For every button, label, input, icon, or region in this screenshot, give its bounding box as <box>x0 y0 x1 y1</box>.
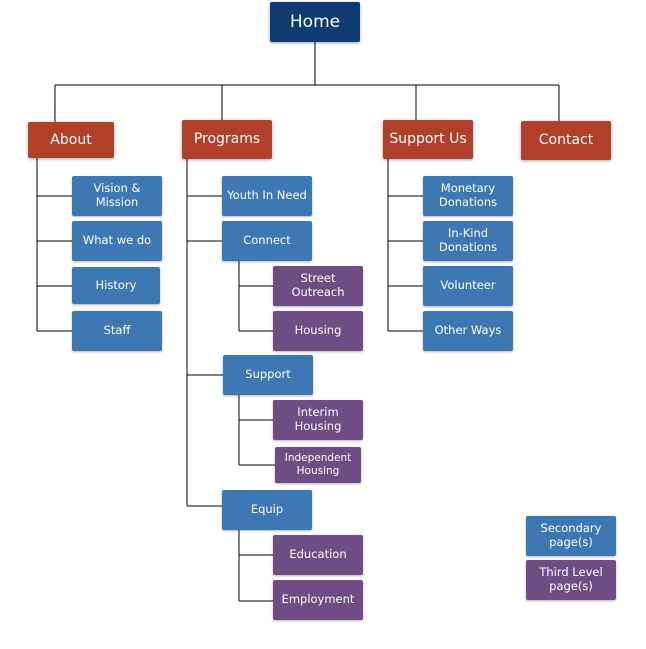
support-us-node[interactable]: Support Us <box>383 120 473 159</box>
support-us-item-in-kind-donations[interactable]: In-Kind Donations <box>423 221 513 261</box>
legend-secondary-pages: Secondary page(s) <box>526 516 616 556</box>
programs-item-connect[interactable]: Connect <box>222 221 312 261</box>
support-us-item-volunteer[interactable]: Volunteer <box>423 266 513 306</box>
about-node[interactable]: About <box>28 122 114 158</box>
about-item-what-we-do[interactable]: What we do <box>72 221 162 261</box>
legend-third-level-pages: Third Level page(s) <box>526 560 616 600</box>
connect-item-street-outreach[interactable]: Street Outreach <box>273 266 363 306</box>
programs-item-youth-in-need[interactable]: Youth In Need <box>222 176 312 216</box>
equip-item-employment[interactable]: Employment <box>273 580 363 620</box>
programs-node[interactable]: Programs <box>182 120 272 159</box>
about-item-staff[interactable]: Staff <box>72 311 162 351</box>
programs-item-support[interactable]: Support <box>223 355 313 395</box>
about-item-history[interactable]: History <box>72 267 160 304</box>
equip-item-education[interactable]: Education <box>273 535 363 575</box>
support-us-item-monetary-donations[interactable]: Monetary Donations <box>423 176 513 216</box>
support-item-independent-housing[interactable]: Independent Housing <box>275 447 361 483</box>
contact-node[interactable]: Contact <box>521 121 611 160</box>
programs-item-equip[interactable]: Equip <box>222 490 312 530</box>
about-item-vision-mission[interactable]: Vision & Mission <box>72 176 162 216</box>
support-item-interim-housing[interactable]: Interim Housing <box>273 400 363 440</box>
home-node[interactable]: Home <box>270 2 360 42</box>
support-us-item-other-ways[interactable]: Other Ways <box>423 311 513 351</box>
connect-item-housing[interactable]: Housing <box>273 311 363 351</box>
